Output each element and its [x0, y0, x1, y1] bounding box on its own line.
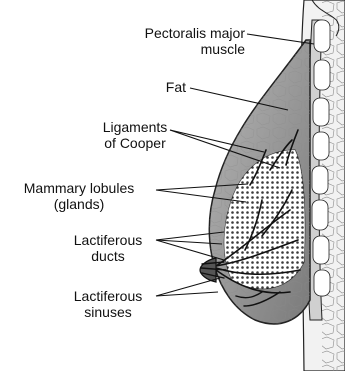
label-sinuses-line1: Lactiferous	[60, 288, 156, 304]
label-pectoralis-major: Pectoralis major muscle	[110, 25, 245, 57]
label-cooper-line1: Ligaments	[96, 119, 174, 135]
label-sinuses-line2: sinuses	[60, 304, 156, 320]
label-pectoralis-line1: Pectoralis major	[110, 25, 245, 41]
label-mammary-lobules: Mammary lobules (glands)	[4, 180, 154, 212]
label-ligaments-of-cooper: Ligaments of Cooper	[96, 119, 174, 151]
sinuses-leader-1	[156, 278, 220, 296]
label-pectoralis-line2: muscle	[110, 41, 245, 57]
label-ducts-line1: Lactiferous	[60, 232, 156, 248]
label-lobules-line2: (glands)	[4, 196, 154, 212]
sinuses-leader-2	[156, 292, 218, 296]
label-lactiferous-ducts: Lactiferous ducts	[60, 232, 156, 264]
label-lobules-line1: Mammary lobules	[4, 180, 154, 196]
label-cooper-line2: of Cooper	[96, 135, 174, 151]
label-fat: Fat	[130, 79, 186, 95]
label-ducts-line2: ducts	[60, 248, 156, 264]
label-fat-text: Fat	[130, 79, 186, 95]
label-lactiferous-sinuses: Lactiferous sinuses	[60, 288, 156, 320]
